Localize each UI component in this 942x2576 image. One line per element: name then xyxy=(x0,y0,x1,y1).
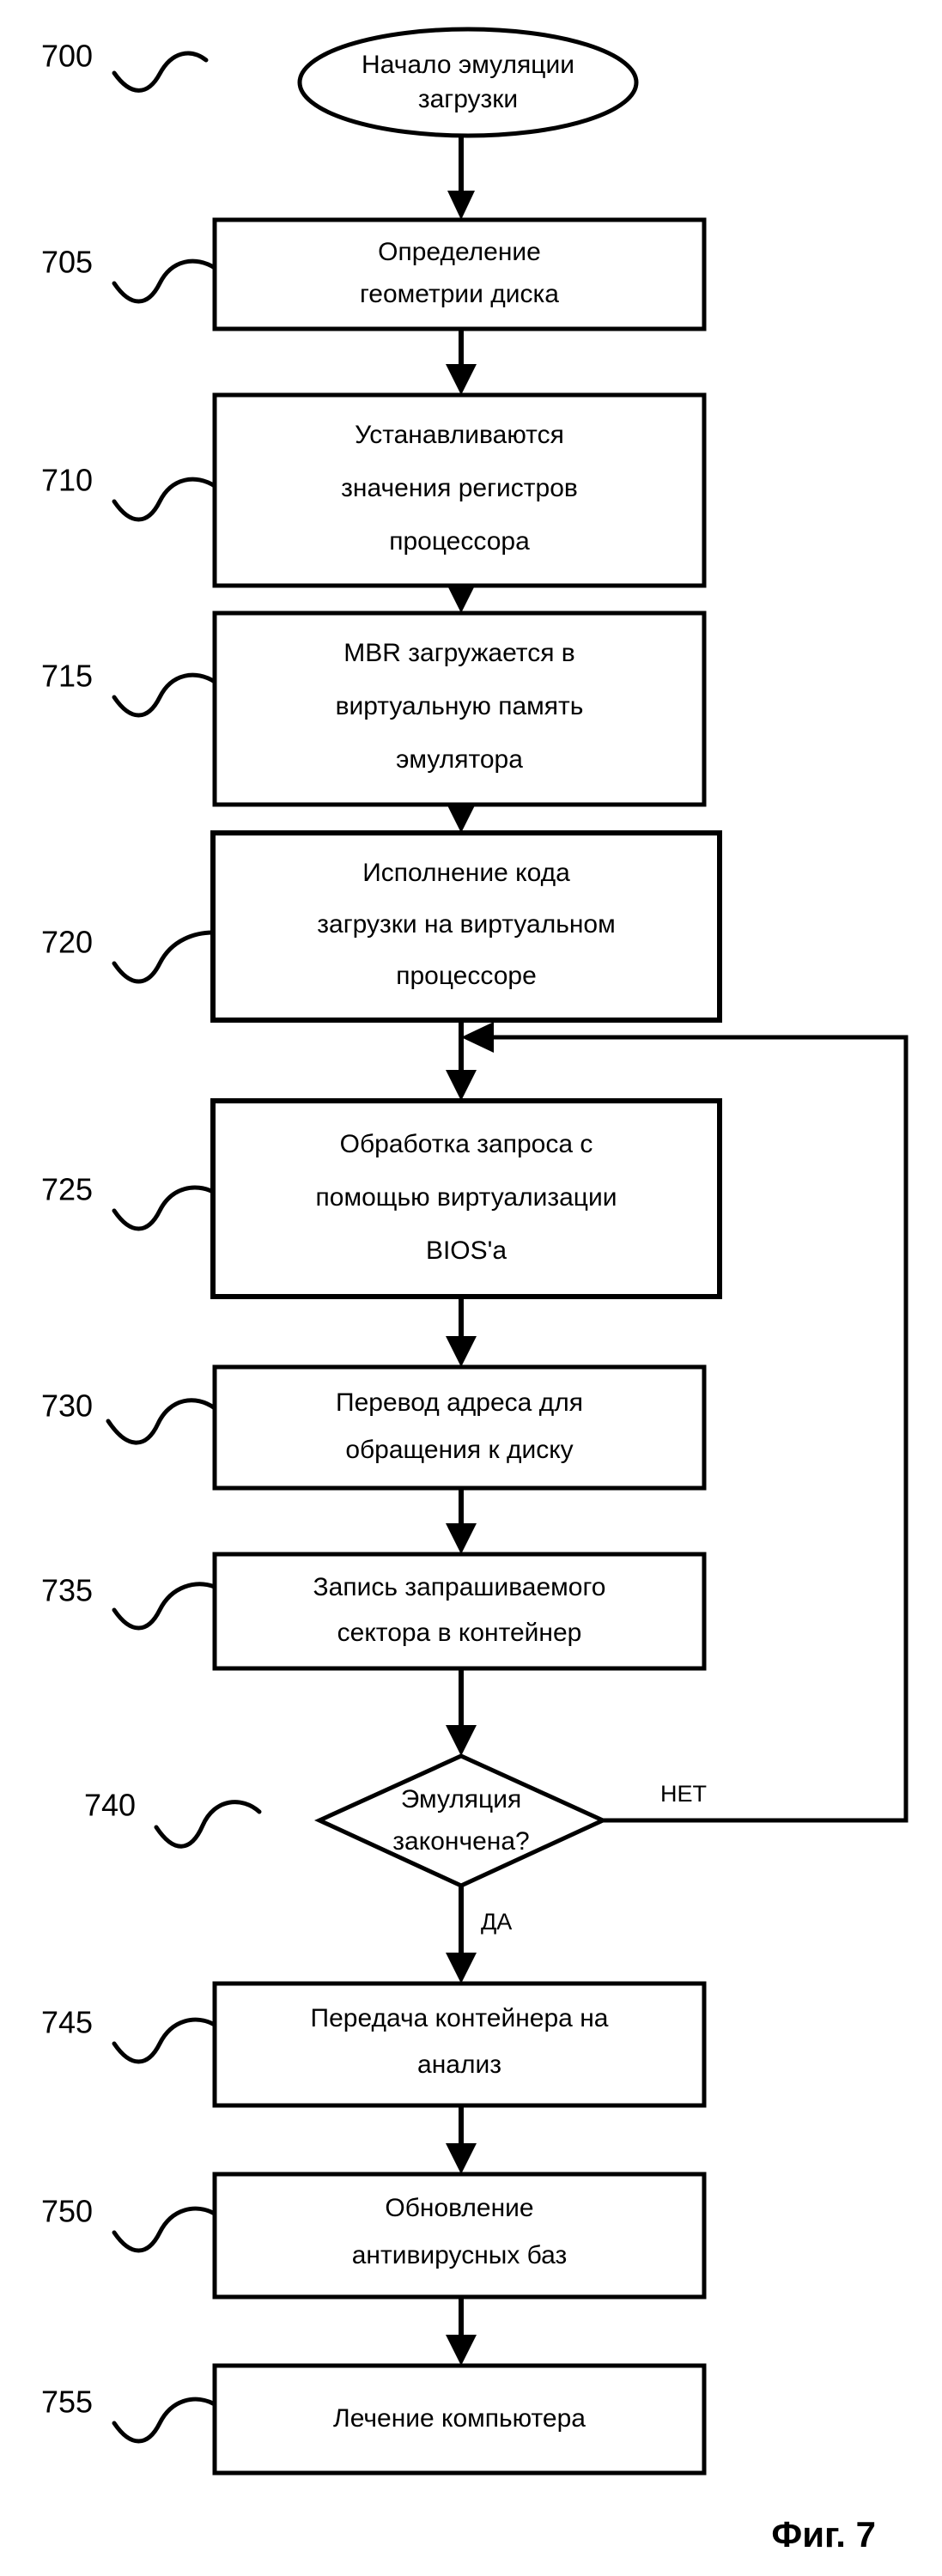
reference-705-label: 705 xyxy=(41,245,93,280)
node-755-disinfect-computer[interactable]: Лечение компьютера xyxy=(212,2363,707,2476)
reference-725-label: 725 xyxy=(41,1172,93,1207)
reference-750: 750 xyxy=(41,2194,217,2253)
node-720-execute-boot-code-on-virtual-cpu[interactable]: Исполнение кода загрузки на виртуальном … xyxy=(210,830,722,1023)
node-735-write-requested-sector-to-container[interactable]: Запись запрашиваемого сектора в контейне… xyxy=(212,1552,707,1671)
connector-700-705 xyxy=(447,136,475,220)
connector-750-755 xyxy=(446,2297,477,2366)
node-740-is-emulation-finished[interactable]: Эмуляция закончена? xyxy=(313,1753,609,1888)
reference-720: 720 xyxy=(41,925,216,984)
node-710-set-processor-registers[interactable]: Устанавливаются значения регистров проце… xyxy=(212,392,707,588)
node-740-line-2: закончена? xyxy=(392,1827,529,1856)
node-700-line-1: Начало эмуляции xyxy=(362,51,574,79)
node-745-line-1: Передача контейнера на xyxy=(311,2004,609,2032)
node-725-line-3: BIOS'a xyxy=(426,1236,507,1265)
reference-700-label: 700 xyxy=(41,39,93,74)
reference-755-label: 755 xyxy=(41,2385,93,2420)
node-700-start-emulation[interactable]: Начало эмуляции загрузки xyxy=(297,27,639,138)
node-720-line-2: загрузки на виртуальном xyxy=(317,910,615,939)
connectors-group xyxy=(446,136,909,2366)
connector-705-710 xyxy=(446,329,477,395)
node-710-line-1: Устанавливаются xyxy=(355,421,564,449)
node-705-determine-disk-geometry[interactable]: Определение геометрии диска xyxy=(212,217,707,331)
node-750-line-1: Обновление xyxy=(385,2194,533,2222)
reference-715-label: 715 xyxy=(41,659,93,694)
node-745-send-container-for-analysis[interactable]: Передача контейнера на анализ xyxy=(212,1981,707,2108)
node-715-mbr-loaded-into-emulator-memory[interactable]: MBR загружается в виртуальную память эму… xyxy=(212,611,707,807)
connector-730-735 xyxy=(446,1488,477,1554)
reference-745: 745 xyxy=(41,2005,217,2064)
reference-740: 740 xyxy=(84,1788,262,1849)
branch-label-yes: ДА xyxy=(481,1909,512,1935)
node-725-line-1: Обработка запроса с xyxy=(340,1130,593,1158)
reference-750-label: 750 xyxy=(41,2194,93,2229)
reference-730-label: 730 xyxy=(41,1388,93,1424)
reference-715: 715 xyxy=(41,659,217,718)
node-730-line-1: Перевод адреса для xyxy=(336,1388,583,1417)
reference-705: 705 xyxy=(41,245,217,304)
reference-755: 755 xyxy=(41,2385,217,2444)
node-705-line-1: Определение xyxy=(378,238,541,266)
node-715-line-3: эмулятора xyxy=(396,745,523,774)
connector-740-745-yes xyxy=(446,1886,477,1984)
node-725-line-2: помощью виртуализации xyxy=(316,1183,617,1212)
node-750-line-2: антивирусных баз xyxy=(352,2241,568,2269)
node-720-line-1: Исполнение кода xyxy=(362,859,570,887)
node-735-line-2: сектора в контейнер xyxy=(337,1619,582,1647)
reference-710: 710 xyxy=(41,463,217,522)
node-710-line-3: процессора xyxy=(389,527,530,556)
figure-caption: Фиг. 7 xyxy=(771,2514,876,2555)
connector-745-750 xyxy=(446,2105,477,2174)
node-700-line-2: загрузки xyxy=(418,85,518,113)
node-735-line-1: Запись запрашиваемого xyxy=(313,1573,606,1601)
connector-735-740 xyxy=(446,1668,477,1756)
reference-700: 700 xyxy=(41,39,209,93)
reference-735-label: 735 xyxy=(41,1573,93,1608)
reference-730: 730 xyxy=(41,1388,217,1445)
node-715-line-2: виртуальную память xyxy=(336,692,584,720)
connector-720-725 xyxy=(446,1020,477,1101)
node-750-update-antivirus-databases[interactable]: Обновление антивирусных баз xyxy=(212,2172,707,2300)
node-745-line-2: анализ xyxy=(417,2050,501,2079)
node-710-line-2: значения регистров xyxy=(341,474,578,502)
node-705-line-2: геометрии диска xyxy=(360,280,559,308)
connector-725-730 xyxy=(446,1297,477,1367)
node-715-line-1: MBR загружается в xyxy=(343,639,574,667)
node-730-translate-address-for-disk-access[interactable]: Перевод адреса для обращения к диску xyxy=(212,1364,707,1491)
reference-720-label: 720 xyxy=(41,925,93,960)
node-725-process-request-via-bios-virtualization[interactable]: Обработка запроса с помощью виртуализаци… xyxy=(210,1098,722,1299)
node-720-line-3: процессоре xyxy=(396,962,537,990)
reference-710-label: 710 xyxy=(41,463,93,498)
reference-725: 725 xyxy=(41,1172,216,1231)
reference-735: 735 xyxy=(41,1573,217,1631)
node-755-line-1: Лечение компьютера xyxy=(333,2404,586,2433)
connector-740-feedback-no xyxy=(461,1022,909,1823)
node-730-line-2: обращения к диску xyxy=(345,1436,573,1464)
reference-740-label: 740 xyxy=(84,1788,136,1823)
node-740-line-1: Эмуляция xyxy=(401,1785,521,1814)
reference-745-label: 745 xyxy=(41,2005,93,2040)
branch-label-no: НЕТ xyxy=(660,1781,707,1807)
